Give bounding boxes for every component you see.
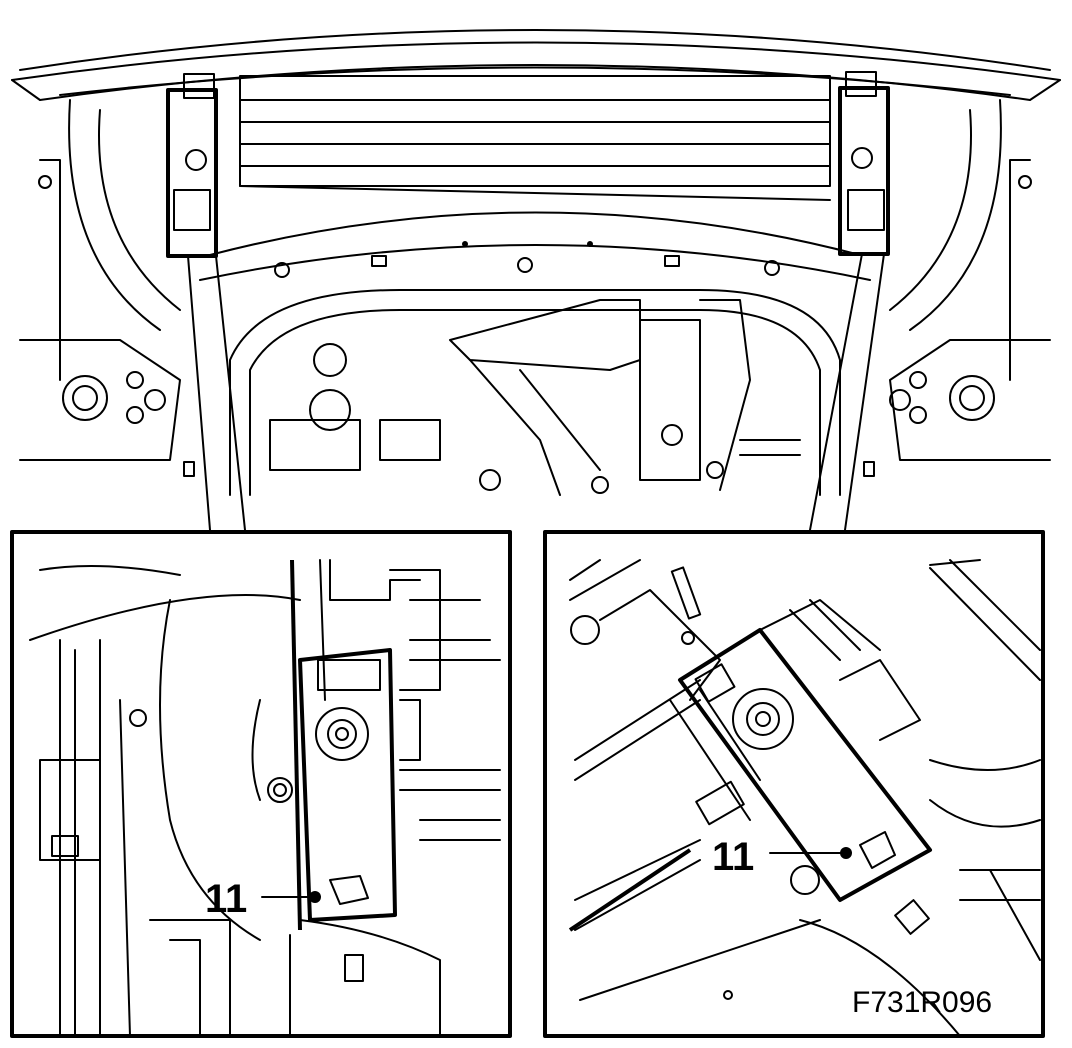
right-bracket-overview — [838, 71, 890, 256]
callout-label-right: 11 — [712, 835, 754, 879]
left-bracket-overview — [166, 73, 218, 258]
callout-label-left: 11 — [205, 877, 247, 921]
left-detail-panel: 11 — [10, 530, 512, 1038]
overview-drawing — [11, 29, 1061, 531]
figure-code: F731R096 — [852, 986, 992, 1019]
radiator — [239, 75, 831, 201]
right-detail-panel: 11 F731R096 — [543, 530, 1045, 1038]
left-detail-bracket — [267, 648, 397, 922]
right-detail-bracket — [669, 628, 932, 902]
